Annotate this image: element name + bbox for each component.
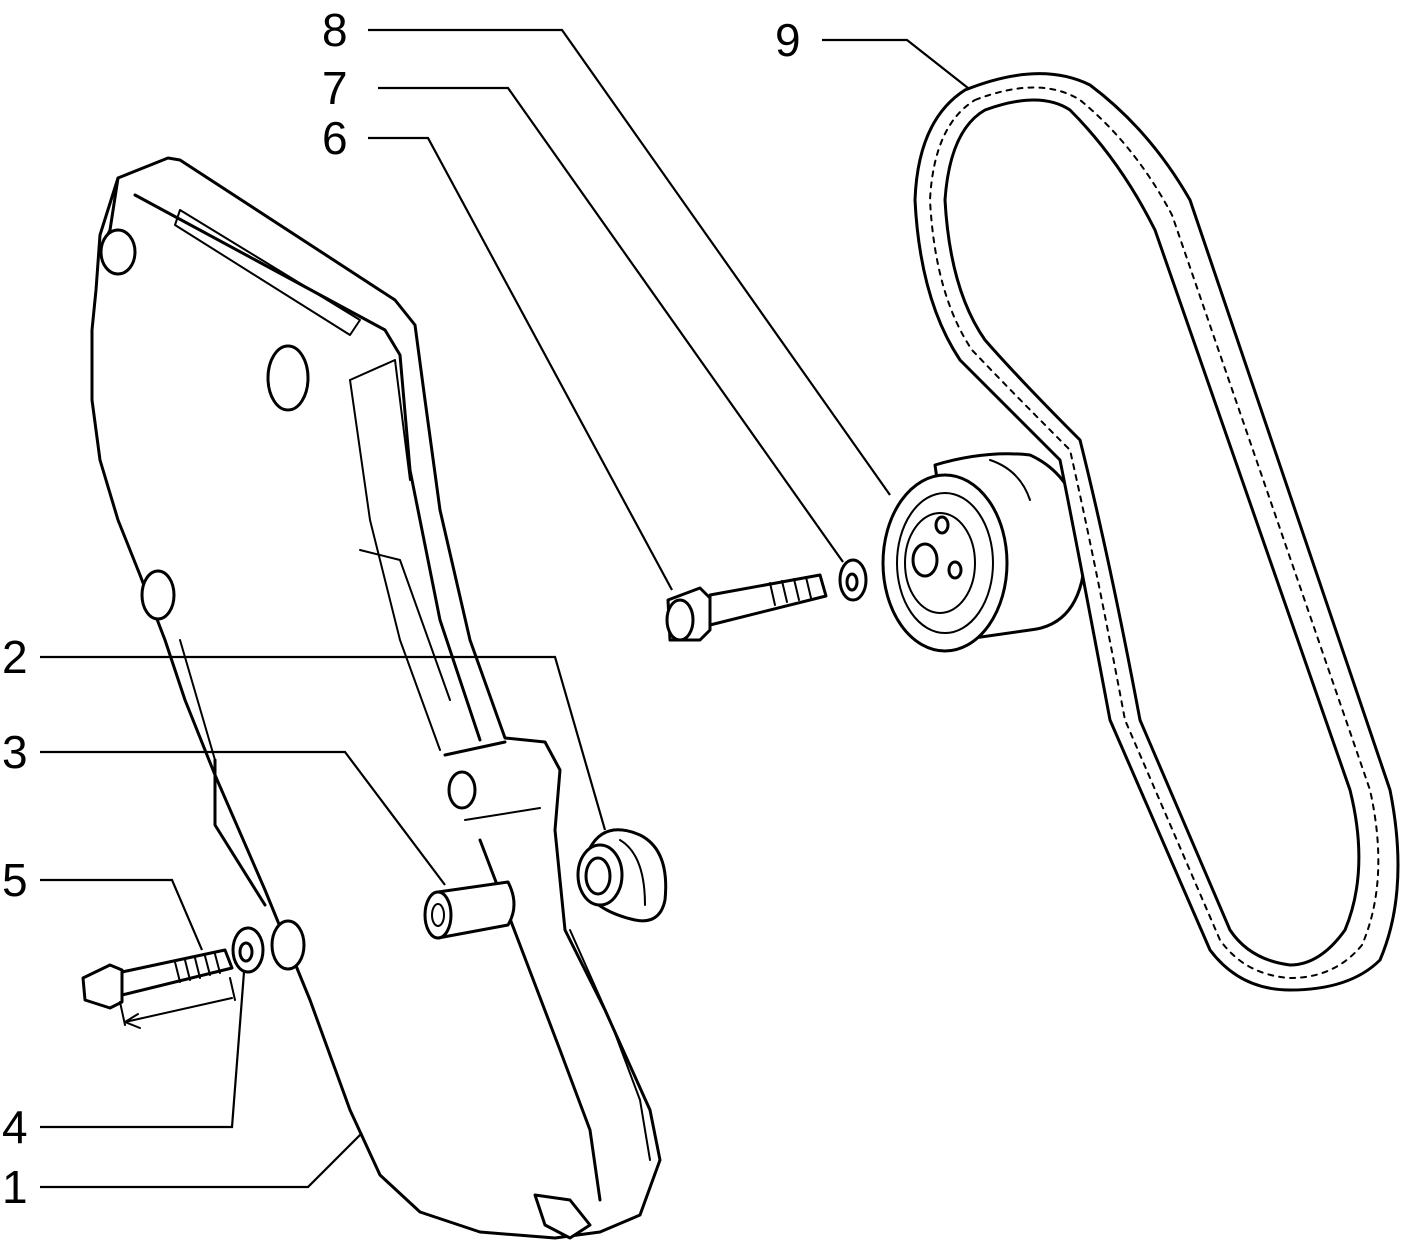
- timing-belt: [913, 72, 1400, 992]
- leader-line-4: [40, 971, 246, 1129]
- washer-7: [838, 558, 868, 602]
- leader-line-9: [822, 38, 969, 89]
- bolt-5: [81, 948, 236, 1029]
- callout-4: 4: [2, 1101, 28, 1153]
- spacer-sleeve: [423, 880, 516, 940]
- leader-line-6: [368, 136, 673, 591]
- leader-line-5: [40, 878, 204, 951]
- grommet: [576, 828, 668, 923]
- callout-9: 9: [775, 14, 801, 66]
- callout-7: 7: [322, 62, 348, 114]
- callout-8: 8: [322, 4, 348, 56]
- callout-2: 2: [2, 631, 28, 683]
- leader-line-2: [40, 655, 607, 831]
- leader-line-1: [40, 1132, 363, 1189]
- callout-3: 3: [2, 726, 28, 778]
- washer-4: [231, 926, 265, 974]
- timing-belt-cover: [90, 156, 662, 1240]
- leader-line-8: [368, 28, 891, 496]
- leader-lines: [40, 28, 969, 1189]
- callout-5: 5: [2, 854, 28, 906]
- callout-6: 6: [322, 112, 348, 164]
- cap-bolt-6: [665, 573, 828, 642]
- leader-line-3: [40, 750, 446, 886]
- callout-1: 1: [2, 1161, 28, 1213]
- leader-line-7: [378, 86, 844, 563]
